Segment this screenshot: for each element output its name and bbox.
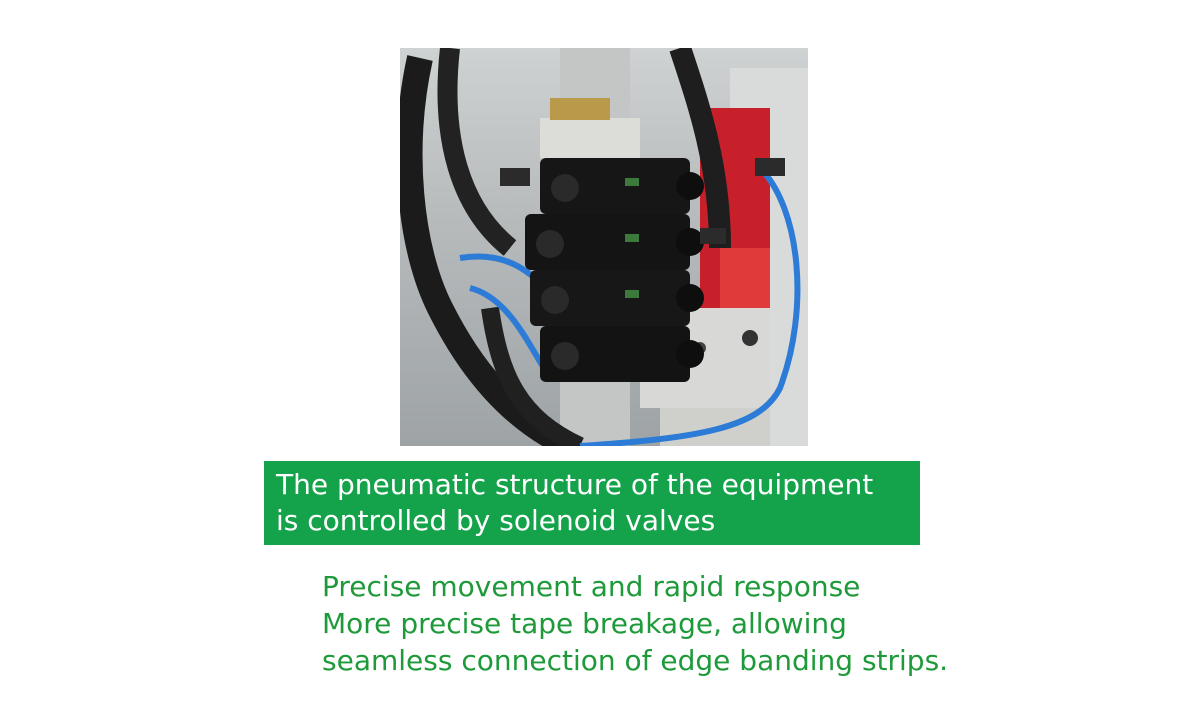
highlight-banner: The pneumatic structure of the equipment… <box>264 461 920 545</box>
banner-line-2: is controlled by solenoid valves <box>276 504 716 537</box>
feature-description: Precise movement and rapid response More… <box>322 568 1082 679</box>
banner-line-1: The pneumatic structure of the equipment <box>276 468 874 501</box>
feature-line-3: seamless connection of edge banding stri… <box>322 644 949 677</box>
solenoid-valve-illustration <box>400 48 808 446</box>
solenoid-valve-photo <box>400 48 808 446</box>
feature-line-2: More precise tape breakage, allowing <box>322 607 847 640</box>
feature-line-1: Precise movement and rapid response <box>322 570 861 603</box>
